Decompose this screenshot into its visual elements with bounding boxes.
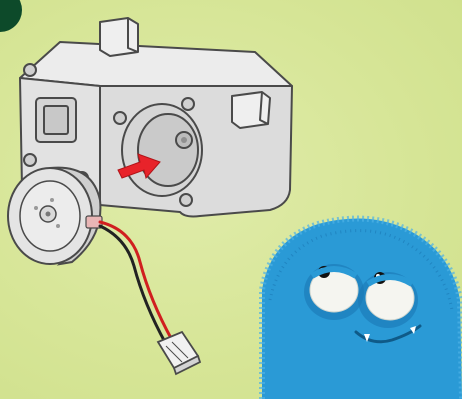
wire-red <box>100 222 172 340</box>
motor-disc <box>8 168 102 264</box>
housing-top-face <box>20 42 292 86</box>
side-hole <box>182 98 194 110</box>
blue-monster <box>262 219 462 399</box>
motor-wires <box>100 222 172 344</box>
corner-badge <box>0 0 22 32</box>
front-hole <box>24 64 36 76</box>
side-hole <box>180 194 192 206</box>
front-hole <box>24 154 36 166</box>
side-hole <box>114 112 126 124</box>
